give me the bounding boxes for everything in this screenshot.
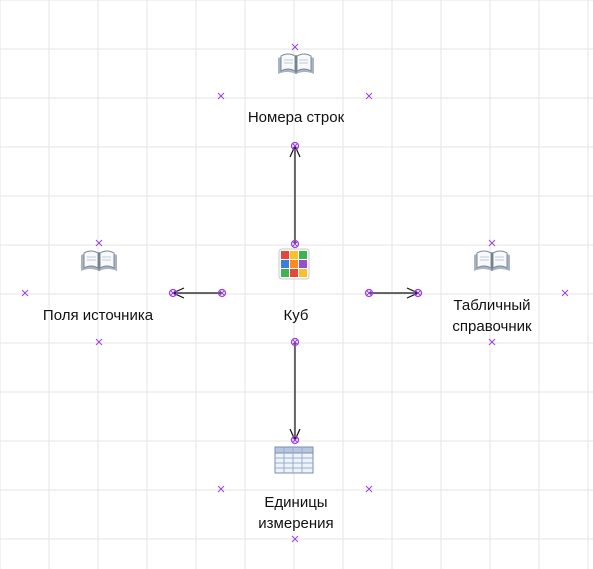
connection-point[interactable] bbox=[413, 288, 423, 298]
node-handle-marker[interactable] bbox=[365, 485, 373, 493]
node-handle-marker[interactable] bbox=[217, 485, 225, 493]
rubik-cube-icon bbox=[278, 248, 310, 280]
connection-point[interactable] bbox=[290, 337, 300, 347]
node-handle-marker[interactable] bbox=[561, 289, 569, 297]
node-handle-marker[interactable] bbox=[488, 239, 496, 247]
connector-source_fields[interactable] bbox=[168, 287, 227, 299]
node-table-dictionary[interactable]: Табличный справочник bbox=[452, 297, 532, 335]
connection-point[interactable] bbox=[168, 288, 178, 298]
connection-point[interactable] bbox=[290, 435, 300, 445]
node-source-fields[interactable]: Поля источника bbox=[42, 307, 154, 324]
node-cube[interactable]: Куб bbox=[283, 307, 309, 324]
connector-row_numbers[interactable] bbox=[289, 141, 301, 249]
table-icon bbox=[274, 446, 314, 474]
node-handle-marker[interactable] bbox=[291, 535, 299, 543]
node-handle-marker[interactable] bbox=[217, 92, 225, 100]
node-handle-marker[interactable] bbox=[21, 289, 29, 297]
connection-point[interactable] bbox=[217, 288, 227, 298]
book-icon bbox=[473, 250, 511, 272]
node-row-numbers[interactable]: Номера строк bbox=[247, 109, 345, 126]
node-handle-marker[interactable] bbox=[291, 43, 299, 51]
node-units[interactable]: Единицы измерения bbox=[258, 494, 334, 532]
connection-point[interactable] bbox=[290, 141, 300, 151]
node-handle-marker[interactable] bbox=[95, 239, 103, 247]
connection-point[interactable] bbox=[364, 288, 374, 298]
book-icon bbox=[80, 250, 118, 272]
book-icon bbox=[277, 53, 315, 75]
node-handle-marker[interactable] bbox=[488, 338, 496, 346]
connector-table_dictionary[interactable] bbox=[364, 287, 423, 299]
node-handle-marker[interactable] bbox=[365, 92, 373, 100]
connection-point[interactable] bbox=[290, 239, 300, 249]
connector-units[interactable] bbox=[289, 337, 301, 445]
node-handle-marker[interactable] bbox=[95, 338, 103, 346]
